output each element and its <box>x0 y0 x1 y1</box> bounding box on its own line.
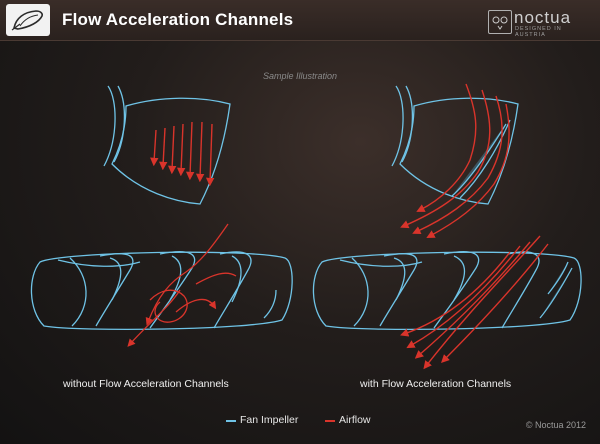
caption-with-channels: with Flow Acceleration Channels <box>360 378 512 390</box>
impeller-bottom-right <box>312 251 582 331</box>
brand-logo: noctua DESIGNED IN AUSTRIA <box>488 8 588 38</box>
fan-blade-logo-icon <box>6 4 50 36</box>
legend-fan-impeller: Fan Impeller <box>240 414 299 426</box>
airflow-legend-swatch <box>325 420 335 422</box>
airflow-top-right <box>400 83 510 238</box>
copyright: © Noctua 2012 <box>525 420 586 430</box>
brand-tagline: DESIGNED IN AUSTRIA <box>515 26 562 38</box>
legend-airflow: Airflow <box>339 414 371 426</box>
blade-top-right <box>391 85 519 205</box>
owl-icon <box>488 10 512 34</box>
page-title: Flow Acceleration Channels <box>62 10 294 29</box>
airflow-bottom-left <box>127 223 237 347</box>
sample-illustration-label: Sample Illustration <box>262 71 338 81</box>
airflow-bottom-right <box>400 235 549 370</box>
header-bar: Flow Acceleration Channels noctua DESIGN… <box>0 0 600 41</box>
fan-impeller-legend-swatch <box>226 420 236 422</box>
impeller-bottom-left <box>30 251 293 331</box>
brand-name: noctua <box>514 8 572 27</box>
airflow-top-left <box>150 121 215 187</box>
caption-without-channels: without Flow Acceleration Channels <box>63 378 229 390</box>
blade-top-left <box>103 85 231 205</box>
